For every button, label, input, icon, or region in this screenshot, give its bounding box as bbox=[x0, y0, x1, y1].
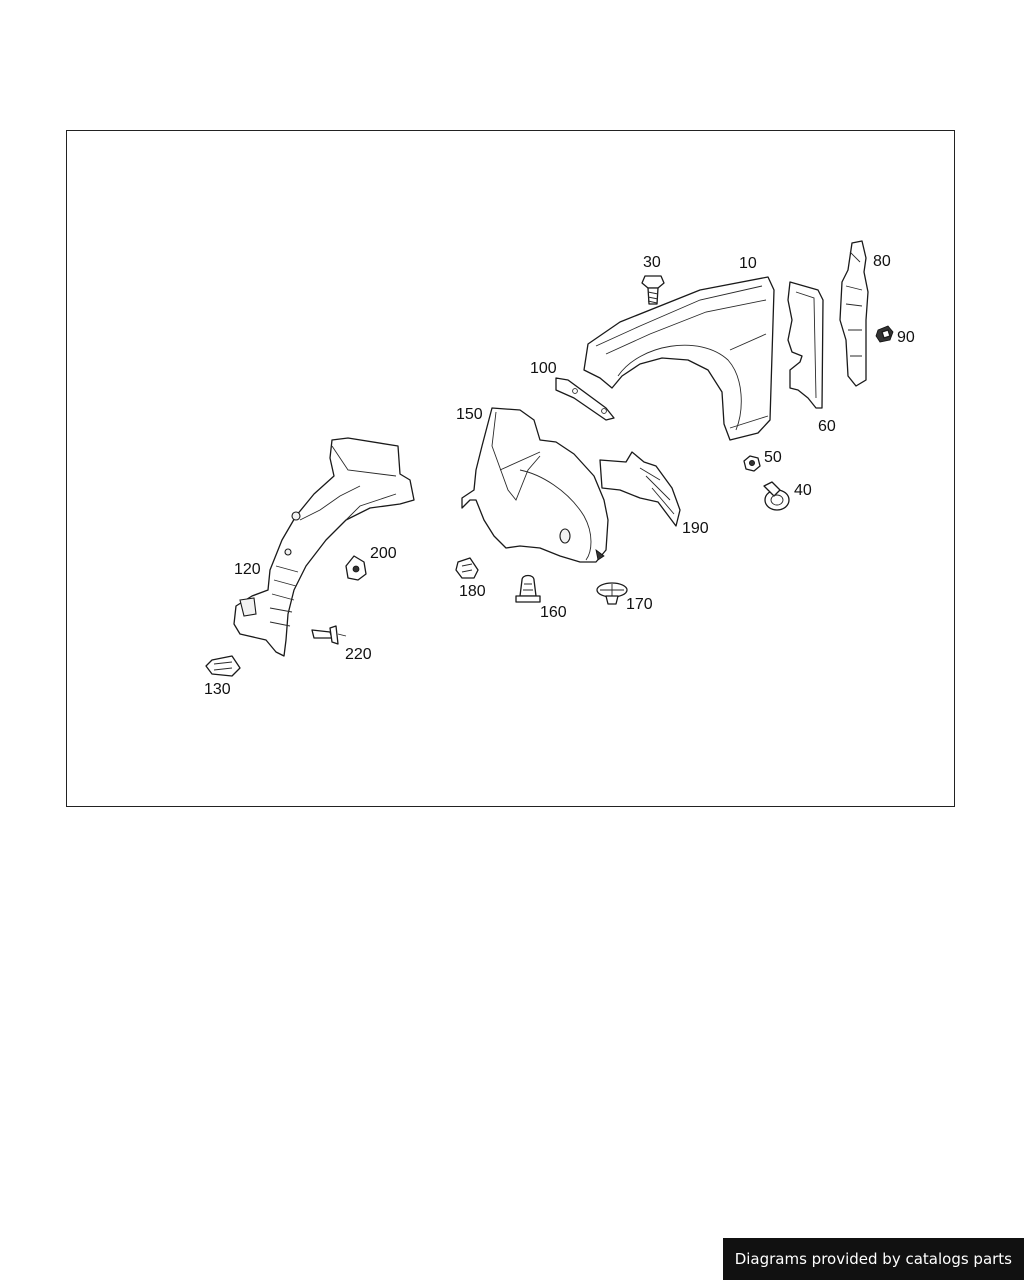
part-40-screw[interactable] bbox=[763, 481, 790, 511]
callout-40: 40 bbox=[794, 482, 812, 499]
callout-220: 220 bbox=[345, 646, 372, 663]
callout-200: 200 bbox=[370, 545, 397, 562]
part-10-fender[interactable] bbox=[583, 276, 775, 441]
part-180-clip[interactable] bbox=[455, 557, 479, 579]
callout-150: 150 bbox=[456, 406, 483, 423]
callout-100: 100 bbox=[530, 360, 557, 377]
callout-50: 50 bbox=[764, 449, 782, 466]
part-160-rivet[interactable] bbox=[515, 574, 541, 603]
part-60-seal-pad[interactable] bbox=[787, 281, 824, 409]
callout-130: 130 bbox=[204, 681, 231, 698]
part-190-insulation[interactable] bbox=[599, 451, 681, 527]
callout-180: 180 bbox=[459, 583, 486, 600]
part-170-push-clip[interactable] bbox=[596, 582, 628, 605]
callout-10: 10 bbox=[739, 255, 757, 272]
part-130-clip-nut[interactable] bbox=[205, 655, 241, 677]
callout-60: 60 bbox=[818, 418, 836, 435]
callout-120: 120 bbox=[234, 561, 261, 578]
part-150-wheelhouse-liner[interactable] bbox=[461, 407, 609, 563]
part-200-nut[interactable] bbox=[345, 555, 367, 581]
part-100-strip[interactable] bbox=[555, 377, 615, 421]
callout-160: 160 bbox=[540, 604, 567, 621]
part-30-bolt[interactable] bbox=[641, 275, 665, 305]
callout-90: 90 bbox=[897, 329, 915, 346]
callout-30: 30 bbox=[643, 254, 661, 271]
part-80-bracket[interactable] bbox=[839, 240, 869, 387]
part-90-clip[interactable] bbox=[875, 325, 894, 343]
part-220-screw[interactable] bbox=[311, 625, 347, 645]
callout-80: 80 bbox=[873, 253, 891, 270]
footer-credit-banner: Diagrams provided by catalogs parts bbox=[722, 1238, 1024, 1280]
part-120-wheelhouse-liner[interactable] bbox=[233, 437, 415, 657]
callout-190: 190 bbox=[682, 520, 709, 537]
part-50-nut[interactable] bbox=[743, 455, 761, 472]
callout-170: 170 bbox=[626, 596, 653, 613]
